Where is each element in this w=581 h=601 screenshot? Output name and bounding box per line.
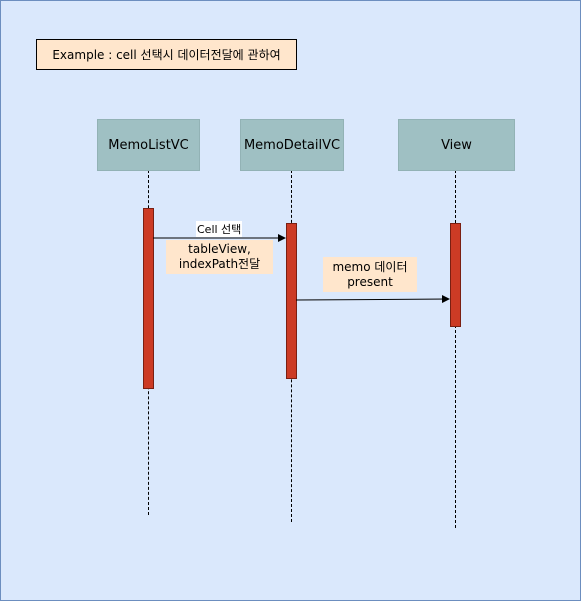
note-memo-line2: present [347,274,393,289]
activation-view [450,223,461,327]
note-tableview-line2: indexPath전달 [178,257,261,271]
message-label-cell-select: Cell 선택 [196,221,243,237]
message-arrow-present [295,295,450,304]
note-memo-line1: memo 데이터 [332,259,408,274]
participant-memolistvc: MemoListVC [97,119,200,171]
note-tableview-line1: tableView, [188,242,251,256]
participant-memodetailvc: MemoDetailVC [240,119,344,171]
participant-view: View [398,119,515,171]
note-tableview-indexpath: tableView, indexPath전달 [166,240,273,274]
lifeline-view [455,170,456,528]
activation-memodetailvc [286,223,297,379]
note-memo-data-present: memo 데이터 present [323,257,417,292]
activation-memolistvc [143,208,154,389]
diagram-title: Example : cell 선택시 데이터전달에 관하여 [36,39,297,70]
